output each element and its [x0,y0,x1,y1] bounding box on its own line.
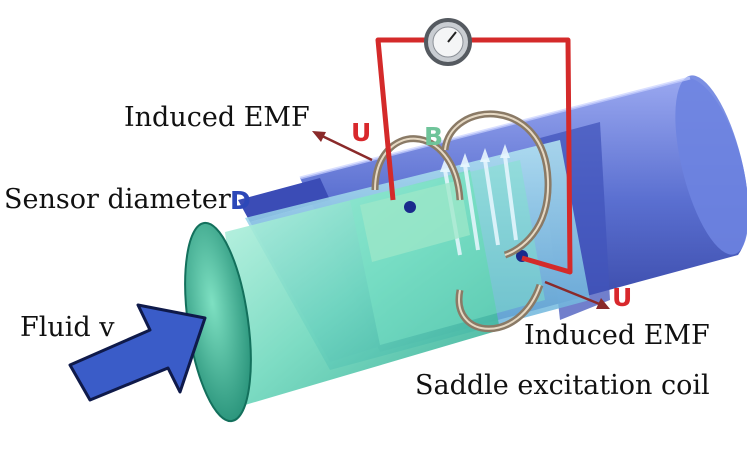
label-saddle-coil: Saddle excitation coil [415,370,710,401]
label-induced-emf-top: Induced EMF [124,102,310,133]
label-induced-emf-bottom: Induced EMF [524,320,710,351]
emf-arrow-bottom [544,280,610,309]
symbol-voltage-bottom: U [612,283,633,312]
saddle-coil-top [371,110,552,259]
emf-arrow-top [312,131,373,162]
field-arrowheads [440,144,510,172]
symbol-magnetic-field: B [424,122,444,151]
voltmeter-gauge-icon [424,18,472,66]
measurement-wire [375,37,573,275]
label-fluid: Fluid v [20,312,115,343]
flow-direction-arrow-icon [68,303,207,402]
electrode-plate [360,180,528,262]
symbol-voltage-top: U [351,118,372,147]
saddle-coil-bottom [455,283,544,333]
symbol-diameter: D [230,186,251,215]
label-sensor-diameter: Sensor diameter [4,184,231,215]
